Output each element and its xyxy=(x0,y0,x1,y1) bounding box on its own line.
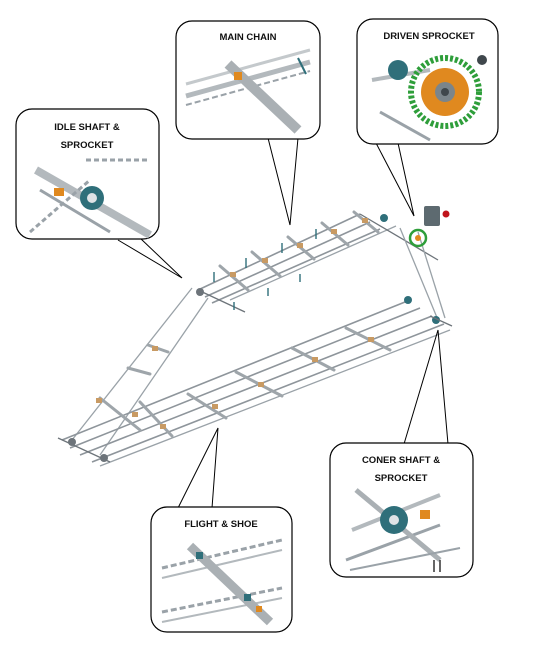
upper-chain xyxy=(229,225,397,301)
callout-idle-shaft-title-line2: SPROCKET xyxy=(61,140,114,151)
idle-shaft-detail-image xyxy=(29,158,152,239)
return-chain-4 xyxy=(417,231,446,319)
callout-main-chain: MAIN CHAIN xyxy=(175,20,321,226)
callout-driven-sprocket: DRIVEN SPROCKET xyxy=(356,18,499,217)
callout-coner-shaft-title-line2: SPROCKET xyxy=(375,473,428,484)
drive-unit xyxy=(380,206,450,248)
callout-driven-sprocket-title: DRIVEN SPROCKET xyxy=(383,31,475,42)
lower-rail-4 xyxy=(91,323,445,463)
coner-shaft-assembly xyxy=(404,296,453,327)
driven-sprocket-detail-image xyxy=(371,55,487,142)
conveyor-assembly xyxy=(57,206,453,467)
flight-shoe-detail-image xyxy=(161,538,283,626)
callout-main-chain-title: MAIN CHAIN xyxy=(220,32,277,43)
return-chain-1 xyxy=(71,287,193,441)
callout-idle-shaft-title-line1: IDLE SHAFT & xyxy=(54,122,120,133)
upper-rail-2 xyxy=(204,221,371,298)
lower-rail-1 xyxy=(61,299,411,441)
coner-shaft-detail-image xyxy=(345,488,461,572)
callout-coner-shaft-title-line1: CONER SHAFT & xyxy=(362,455,440,466)
upper-rail-1 xyxy=(197,213,361,291)
lower-flights xyxy=(96,326,392,438)
idle-shaft-assembly xyxy=(57,288,204,463)
callout-flight-shoe: FLIGHT & SHOE xyxy=(150,427,293,633)
upper-rail-3 xyxy=(211,228,381,304)
callout-coner-shaft: CONER SHAFT & SPROCKET xyxy=(329,329,474,578)
lower-chain xyxy=(99,329,451,467)
lower-rail-3 xyxy=(79,315,433,456)
upper-flights xyxy=(213,210,380,310)
top-left-rail xyxy=(197,289,246,313)
return-chain-2 xyxy=(99,297,209,456)
callout-flight-shoe-title: FLIGHT & SHOE xyxy=(184,519,257,530)
return-chain-3 xyxy=(399,227,439,321)
main-chain-detail-image xyxy=(185,48,311,134)
callout-idle-shaft: IDLE SHAFT & SPROCKET xyxy=(15,108,183,279)
